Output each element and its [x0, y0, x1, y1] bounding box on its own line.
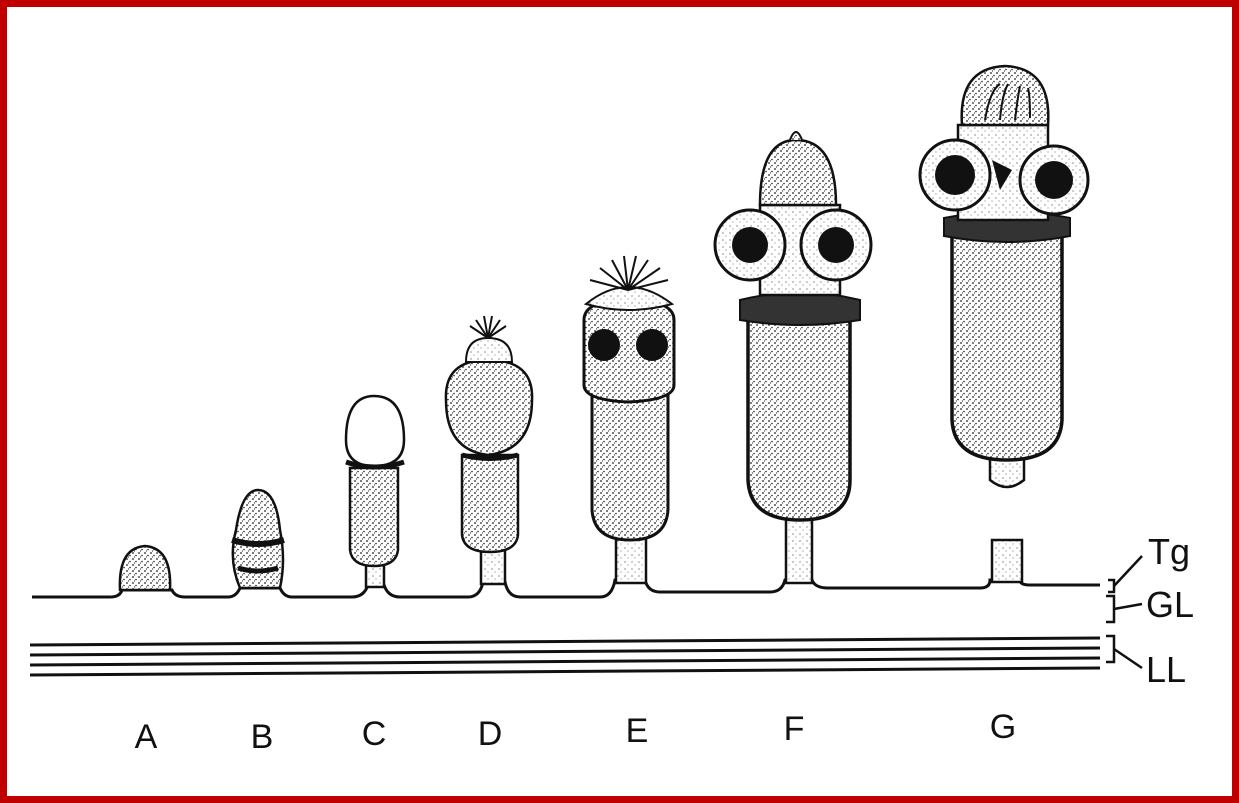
layer-brackets: [1106, 556, 1142, 668]
protoscolex-stage-b: [232, 490, 284, 588]
label-laminated-layer: LL: [1146, 649, 1186, 690]
germinal-layer-line: [32, 580, 1100, 597]
protoscolex-stage-g: [920, 66, 1088, 582]
stage-labels: A B C D E F G: [135, 708, 1017, 756]
stage-label-e: E: [626, 712, 649, 750]
stage-label-c: C: [362, 715, 387, 753]
label-tegument: Tg: [1148, 531, 1190, 572]
label-germinal-layer: GL: [1146, 584, 1194, 625]
stage-label-a: A: [135, 718, 158, 756]
protoscolex-stage-d: [446, 316, 532, 584]
protoscolex-stage-c: [346, 396, 404, 587]
protoscolex-stage-e: [584, 256, 674, 583]
protoscolex-stage-a: [120, 546, 170, 590]
stage-label-f: F: [784, 710, 805, 748]
protoscolex-stage-f: [715, 132, 871, 583]
stage-label-d: D: [478, 715, 503, 753]
stage-label-b: B: [251, 718, 274, 756]
laminated-layer: [30, 638, 1100, 675]
stage-label-g: G: [990, 708, 1016, 746]
